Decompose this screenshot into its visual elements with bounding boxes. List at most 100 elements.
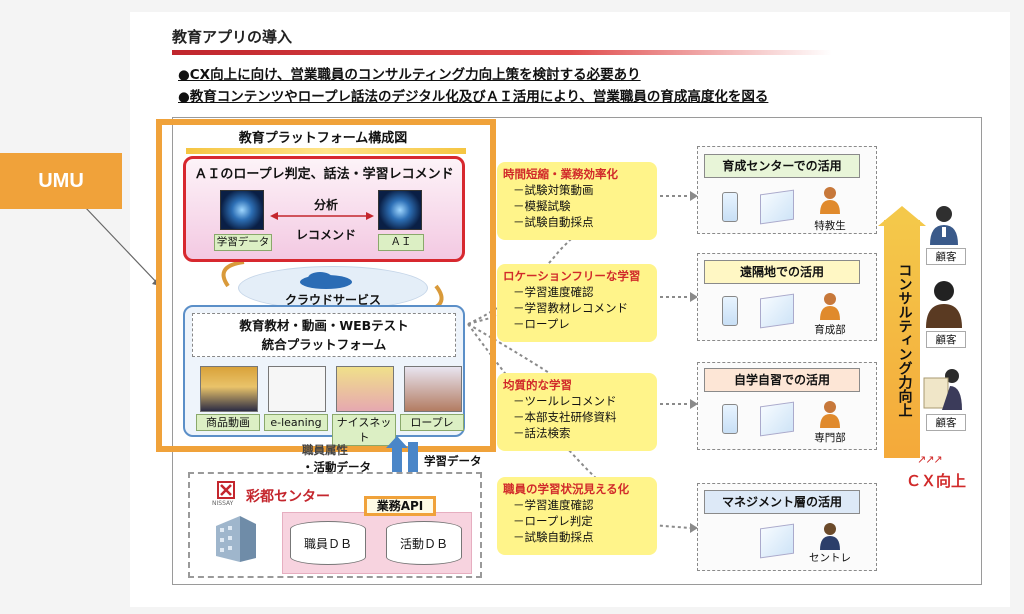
bidirectional-arrow: [270, 212, 374, 220]
integrated-line-1: 教育教材・動画・WEBテスト: [239, 318, 409, 333]
saito-center-name: 彩都センター: [246, 489, 330, 505]
benefit-item: －学習進度確認: [513, 498, 594, 512]
use-title-training-center: 育成センターでの活用: [704, 154, 860, 178]
platform-title-rule: [186, 148, 466, 154]
staff-db: 職員ＤＢ: [290, 521, 366, 565]
use-title-remote: 遠隔地での活用: [704, 260, 860, 284]
customer-icon: [930, 206, 958, 245]
content-thumb-nicenet: [336, 366, 394, 412]
slide-title: 教育アプリの導入: [172, 28, 293, 46]
laptop-icon: [760, 293, 794, 329]
business-api-box: 業務API: [364, 496, 436, 516]
bullet-2: ●教育コンテンツやロープレ話法のデジタル化及びＡＩ活用により、営業職員の育成高度…: [178, 89, 769, 105]
benefit-efficiency: 時間短縮・業務効率化 －試験対策動画 －模擬試験 －試験自動採点: [497, 162, 657, 240]
benefit-item: －模擬試験: [513, 199, 571, 213]
use-title-management: マネジメント層の活用: [704, 490, 860, 514]
integrated-line-2: 統合プラットフォーム: [261, 337, 387, 352]
cx-up-label: ＣＸ向上: [906, 472, 967, 490]
benefit-item: －学習教材レコメンド: [513, 301, 628, 315]
customer-icon: [926, 281, 962, 328]
laptop-icon: [760, 523, 794, 559]
content-thumb-product-video: [200, 366, 258, 412]
cycle-arrow-left: [221, 260, 245, 288]
benefit-item: －試験自動採点: [513, 530, 594, 544]
use-label-management: セントレ: [809, 552, 851, 564]
umu-highlight-frame: [156, 119, 496, 452]
person-icon: [820, 523, 840, 550]
person-icon: [820, 293, 840, 320]
benefit-head: 均質的な学習: [503, 378, 572, 392]
integrated-platform-text: 教育教材・動画・WEBテスト 統合プラットフォーム: [192, 316, 456, 354]
consulting-label: コンサルティング力向上: [896, 263, 913, 417]
cloud-icon: [300, 272, 352, 289]
benefit-item: －ロープレ判定: [513, 514, 593, 528]
customer-label-3: 顧客: [926, 414, 966, 431]
upward-arrowhead: [386, 436, 408, 448]
laptop-icon: [760, 189, 794, 225]
ai-label: ＡＩ: [378, 234, 424, 251]
ai-box-title: ＡＩのロープレ判定、話法・学習レコメンド: [194, 167, 454, 182]
benefit-item: －ロープレ: [513, 317, 570, 331]
learning-data-image: [220, 190, 264, 230]
content-label-product-video: 商品動画: [196, 414, 260, 431]
content-thumb-roleplay: [404, 366, 462, 412]
benefit-item: －ツールレコメンド: [513, 394, 617, 408]
nissay-logo-icon: [217, 481, 235, 499]
umu-tag: UMU: [0, 153, 122, 209]
use-label-self-study: 専門部: [814, 432, 846, 444]
content-label-nicenet: ナイスネット: [332, 414, 396, 446]
laptop-icon: [760, 401, 794, 437]
benefit-visibility: 職員の学習状況見える化 －学習進度確認 －ロープレ判定 －試験自動採点: [497, 477, 657, 555]
newspaper-reader-icon: [923, 369, 962, 410]
benefit-item: －話法検索: [513, 426, 571, 440]
platform-title: 教育プラットフォーム構成図: [238, 131, 408, 146]
ai-image: [378, 190, 422, 230]
staff-attribute-label: 職員属性: [302, 443, 348, 457]
upward-data-arrow: [392, 446, 402, 490]
learning-data-flow-label: 学習データ: [424, 454, 482, 468]
benefit-uniform-learning: 均質的な学習 －ツールレコメンド －本部支社研修資料 －話法検索: [497, 373, 657, 451]
person-icon: [820, 401, 840, 428]
arrowhead-use-1: [690, 191, 698, 201]
arrowhead-use-4: [690, 523, 698, 533]
integrated-platform-inner: [192, 313, 456, 357]
learning-data-label: 学習データ: [214, 234, 272, 251]
activity-data-label: ・活動データ: [302, 460, 371, 474]
bullet-1: ●CX向上に向け、営業職員のコンサルティング力向上策を検討する必要あり: [178, 67, 641, 83]
use-label-training-center: 特教生: [814, 220, 846, 232]
flow-to-benefit-1: [467, 209, 601, 325]
content-label-roleplay: ロープレ: [400, 414, 464, 431]
benefit-item: －本部支社研修資料: [513, 410, 617, 424]
customer-label-2: 顧客: [926, 331, 966, 348]
use-label-remote: 育成部: [814, 324, 846, 336]
benefit-item: －試験自動採点: [513, 215, 594, 229]
benefit-location-free: ロケーションフリーな学習 －学習進度確認 －学習教材レコメンド －ロープレ: [497, 264, 657, 342]
umu-pointer-line: [83, 205, 161, 287]
building-icon: [216, 516, 256, 562]
benefit-item: －試験対策動画: [513, 183, 594, 197]
benefit-head: ロケーションフリーな学習: [503, 269, 641, 283]
recommend-label: レコメンド: [295, 228, 356, 242]
analysis-label: 分析: [313, 198, 338, 212]
arrowhead-use-2: [690, 292, 698, 302]
cloud-service-label: クラウドサービス: [284, 293, 381, 307]
tablet-icon: [722, 192, 738, 222]
nissay-text: NISSAY: [212, 500, 234, 507]
content-thumb-elearning: [268, 366, 326, 412]
person-icon: [820, 187, 840, 214]
benefit-head: 時間短縮・業務効率化: [503, 167, 618, 181]
benefit-item: －学習進度確認: [513, 285, 594, 299]
tablet-icon: [722, 296, 738, 326]
arrowhead-use-3: [690, 399, 698, 409]
tablet-icon: [722, 404, 738, 434]
benefit-head: 職員の学習状況見える化: [503, 482, 630, 496]
cx-up-arrows-icon: ↗↗↗: [917, 453, 943, 466]
customer-label-1: 顧客: [926, 248, 966, 265]
consulting-column: [884, 220, 920, 458]
content-label-elearning: e-leaning: [264, 414, 328, 431]
use-title-self-study: 自学自習での活用: [704, 368, 860, 392]
flow-to-benefit-3: [467, 323, 601, 401]
activity-db: 活動ＤＢ: [386, 521, 462, 565]
downward-data-arrow: [408, 442, 418, 488]
title-underline: [172, 50, 832, 55]
